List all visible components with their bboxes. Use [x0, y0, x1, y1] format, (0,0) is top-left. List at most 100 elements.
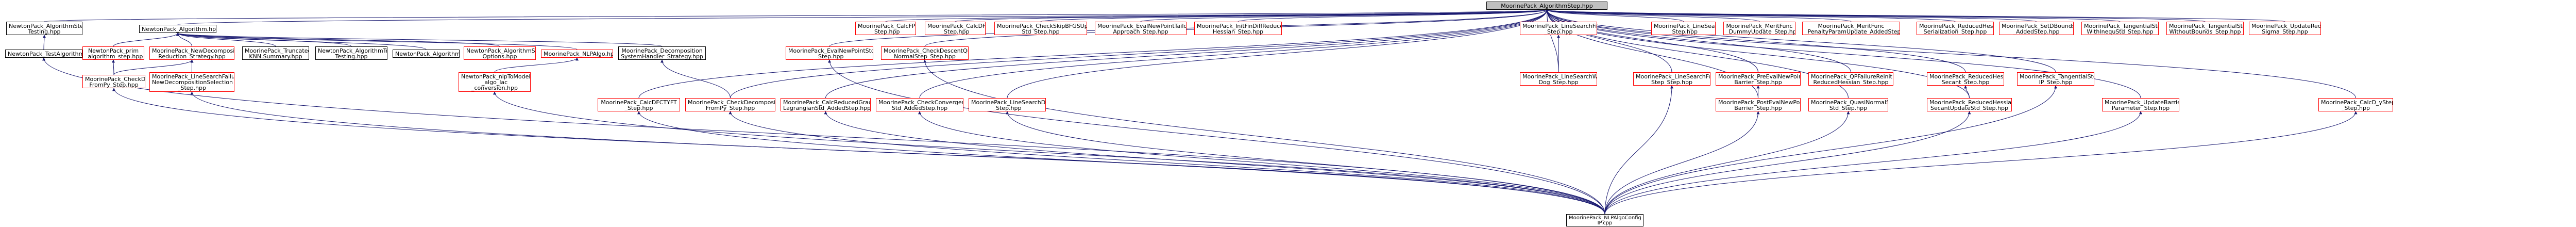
- node-label-line: Std_Step.hpp: [1829, 105, 1868, 111]
- node-label-line: IP.cpp: [1597, 220, 1613, 226]
- node-lineSearchDirect[interactable]: MoorinePack_LineSearchDirect_Step.hpp: [969, 98, 1046, 111]
- node-meritPenalty[interactable]: MoorinePack_MeritFunc_PenaltyParamUpdate…: [1802, 22, 1900, 35]
- node-truncAlg[interactable]: MoorinePack_TruncatedAlKNN.Summary.hpp: [242, 46, 309, 60]
- node-label-line: Barrier_Step.hpp: [1734, 105, 1782, 111]
- node-label-line: Testing.hpp: [335, 53, 368, 60]
- node-label-line: MoorinePack_NLPAlgo.hpp: [544, 51, 613, 57]
- node-algTrace[interactable]: NewtonPack_AlgorithmTraceTesting.hpp: [315, 46, 387, 60]
- node-setDBounds[interactable]: MoorinePack_SetDBoundsStd_AddedStep.hpp: [1999, 22, 2074, 35]
- node-label-line: NewtonPack_nlpToModel: [461, 73, 531, 80]
- node-lineSearchFilter[interactable]: MoorinePack_LineSearchFilter_Step.hpp: [1520, 22, 1597, 35]
- node-label-line: MoorinePack_LineSearchFull: [1636, 73, 1710, 80]
- node-label-line: Std_AddedStep.hpp: [891, 105, 948, 111]
- edge-checkDecompPy-to-decompSys: [660, 59, 731, 99]
- edge-algAbsStep-to-root: [44, 9, 1548, 22]
- node-nlpAlgo[interactable]: MoorinePack_NLPAlgo.hpp: [541, 50, 613, 58]
- node-label-line: MoorinePack_TangentialStep: [2169, 23, 2244, 29]
- node-prim[interactable]: NewtonPack_prim_algorithm_step.hpp: [82, 46, 144, 60]
- node-algCpp[interactable]: NewtonPack_Algorithm.cpp: [393, 50, 460, 58]
- node-label-line: MoorinePack_ReducedHessian: [1919, 23, 1993, 29]
- node-calcFPFF[interactable]: MoorinePack_CalcFPFFF_Step.hpp: [855, 22, 916, 35]
- edge-evalTailored-to-root: [1140, 9, 1549, 22]
- node-testAlgCpp[interactable]: NewtonPack_TestAlgorithm.cpp: [5, 50, 82, 58]
- node-reducedHessSec[interactable]: MoorinePack_ReducedHessianSecant_Step.hp…: [1927, 72, 2004, 86]
- node-label-line: MoorinePack_TangentialStep: [2020, 73, 2094, 80]
- node-checkDecompPy[interactable]: MoorinePack_CheckDecompositionFromPy_Ste…: [685, 98, 775, 111]
- edge-lineSearchWatch-to-root: [1545, 9, 1559, 73]
- node-label-line: Options.hpp: [482, 53, 517, 60]
- node-label-line: MoorinePack_LineSearchFailure: [152, 73, 234, 80]
- node-label-line: MoorinePack_ReducedHessian: [1929, 73, 2004, 80]
- node-label-line: MoorinePack_PreEvalNewPoint: [1718, 73, 1801, 80]
- edge-tangentialWith-to-root: [1546, 9, 2121, 22]
- node-calcDFD[interactable]: MoorinePack_CalcDFCD_Step.hpp: [925, 22, 986, 35]
- edge-nlpAlgoConfig-to-reducedHessSecUpd: [1604, 111, 1971, 215]
- node-label-line: MoorinePack_PostEvalNewPoint: [1718, 99, 1801, 106]
- node-label-line: NewtonPack_AlgorithmTrace: [318, 47, 387, 54]
- node-label-line: MoorinePack_EvalNewPointStd: [788, 47, 873, 54]
- node-label-line: _conversion.hpp: [471, 85, 518, 91]
- node-algHpp[interactable]: NewtonPack_Algorithm.hpp: [139, 25, 216, 33]
- node-nlpToModel[interactable]: NewtonPack_nlpToModel_algo_lac_conversio…: [459, 72, 531, 92]
- edge-checkDecompPy-to-root: [730, 9, 1549, 99]
- node-label-line: SystemHandler_Strategy.hpp: [621, 53, 703, 60]
- node-updateReduced[interactable]: MoorinePack_UpdateReducedSigma_Step.hpp: [2249, 22, 2321, 35]
- node-label-line: NewDecompositionSelection: [152, 79, 233, 86]
- node-label-line: NewtonPack_prim: [88, 47, 139, 54]
- node-lineSearchWatch[interactable]: MoorinePack_LineSearchWatchDog_Step.hpp: [1520, 72, 1597, 86]
- edge-algHpp-to-root: [177, 9, 1548, 25]
- edge-lineSearchFull-to-root: [1545, 9, 1672, 73]
- node-label-line: Parameter_Step.hpp: [2111, 105, 2170, 111]
- node-calcDyStep[interactable]: MoorinePack_CalcD_yStep_Step.hpp: [2318, 98, 2393, 111]
- node-label-line: MoorinePack_ReducedHessian: [1929, 99, 2012, 106]
- edge-qpFailure-to-root: [1545, 9, 1851, 73]
- node-label-line: MoorinePack_CheckDescentQuasi: [884, 47, 968, 54]
- node-label-line: SecantUpdateStd_Step.hpp: [1930, 105, 2008, 111]
- edge-reducedHessSecUpd-to-reducedHessSec: [1964, 85, 1970, 99]
- node-checkSkip[interactable]: MoorinePack_CheckSkipBFGSUpdateStd_Step.…: [994, 22, 1087, 35]
- node-label-line: Testing.hpp: [28, 28, 61, 35]
- node-reducedHess[interactable]: MoorinePack_ReducedHessianSerialization_…: [1917, 22, 1994, 35]
- node-quasiNormal[interactable]: MoorinePack_QuasiNormalStepStd_Step.hpp: [1808, 98, 1888, 111]
- edge-checkConv-to-root: [919, 9, 1549, 99]
- node-calcDFCT[interactable]: MoorinePack_CalcDFCTYFT_Step.hpp: [598, 98, 680, 111]
- node-checkDesc[interactable]: MoorinePack_CheckDescentQuasiNormalStep_…: [881, 46, 969, 60]
- node-label-line: MoorinePack_EvalNewPointTailored: [1097, 23, 1187, 29]
- edge-prim-to-algHpp: [113, 33, 179, 47]
- node-lineSearchNLE[interactable]: MoorinePack_LineSearchNLE_Step.hpp: [1651, 22, 1716, 35]
- node-label-line: MoorinePack_CalcFPFFF: [858, 23, 916, 29]
- node-label-line: _AddedStep.hpp: [2013, 28, 2060, 35]
- node-evalNewPoint[interactable]: MoorinePack_EvalNewPointStd_Step.hpp: [786, 46, 873, 60]
- node-meritFunc[interactable]: MoorinePack_MeritFunc_DummyUpdate_Step.h…: [1723, 22, 1795, 35]
- edge-evalNewPoint-to-root: [829, 9, 1549, 47]
- node-label-line: MoorinePack_CheckDecomposition: [85, 76, 145, 83]
- edge-nlpAlgoConfig-to-tangentialIP: [1604, 85, 2057, 215]
- edge-nlpAlgoConfig-to-nlpToModel: [493, 91, 1605, 215]
- node-newDecomp[interactable]: MoorinePack_NewDecompositionReduction_St…: [149, 46, 234, 60]
- node-label-line: _algo_lac: [481, 79, 508, 86]
- node-label-line: MoorinePack_SetDBoundsStd: [2002, 23, 2073, 29]
- node-label-line: _Step.hpp: [624, 105, 653, 111]
- node-label-line: MoorinePack_AlgorithmStep.hpp: [1501, 3, 1593, 9]
- node-newtonCheckDecomp[interactable]: MoorinePack_CheckDecompositionFromPy_Ste…: [82, 75, 145, 88]
- node-label-line: Secant_Step.hpp: [1941, 79, 1990, 86]
- edge-decompSys-to-algHpp: [176, 33, 663, 47]
